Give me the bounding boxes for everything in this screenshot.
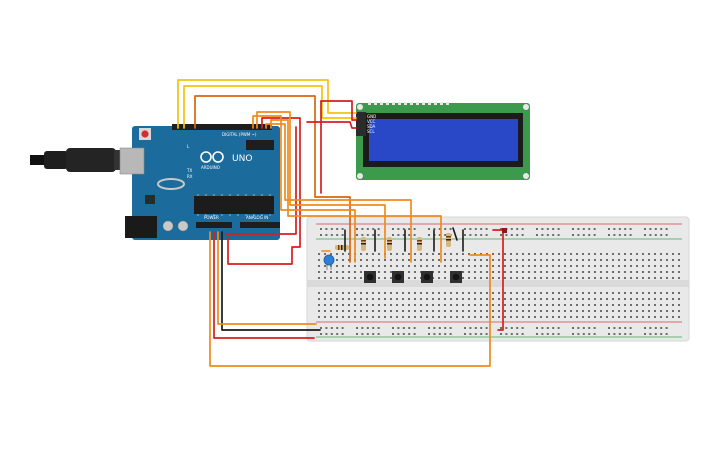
power-label: POWER <box>204 215 219 220</box>
power-header <box>196 222 232 228</box>
pushbutton-1[interactable] <box>364 271 376 283</box>
tx-label: TX <box>186 168 192 173</box>
led[interactable] <box>323 254 335 270</box>
digital-header <box>172 124 272 130</box>
reset-button[interactable] <box>141 130 149 138</box>
resistor-4[interactable] <box>417 237 422 251</box>
rx-label: RX <box>187 174 193 179</box>
resistor-1[interactable] <box>335 245 349 250</box>
lcd-module[interactable]: GND VCC SDA SCL <box>356 102 530 180</box>
lcd-mount-hole-1 <box>357 104 363 110</box>
resistor-3[interactable] <box>387 237 392 251</box>
lcd-i2c-header <box>356 112 366 136</box>
resistor-2[interactable] <box>361 237 366 251</box>
lcd-mount-hole-4 <box>523 173 529 179</box>
usb-port <box>119 147 145 175</box>
crystal <box>157 178 185 190</box>
atmega-chip <box>194 196 274 214</box>
usb-cable <box>30 148 126 172</box>
analog-header <box>240 222 280 228</box>
digital-header-label: DIGITAL (PWM ~) <box>222 132 257 137</box>
lcd-pin-vcc: VCC <box>367 119 376 124</box>
lcd-screen <box>369 119 518 161</box>
arduino-board[interactable]: UNO ARDUINO DIGITAL (PWM ~) POWER ANALOG… <box>119 124 280 240</box>
lcd-pin-sda: SDA <box>367 124 376 129</box>
lcd-pin-gnd: GND <box>367 114 376 119</box>
arduino-logo-icon <box>200 151 224 163</box>
capacitor-1 <box>162 220 174 232</box>
wires <box>177 79 507 367</box>
icsp-header <box>246 140 274 150</box>
pushbutton-4[interactable] <box>450 271 462 283</box>
chip-pins <box>197 194 271 216</box>
lcd-mount-hole-3 <box>357 173 363 179</box>
analog-label: ANALOG IN <box>246 215 268 220</box>
breadboard-jumpers <box>321 227 464 252</box>
pushbutton-3[interactable] <box>421 271 433 283</box>
capacitor-2 <box>177 220 189 232</box>
lcd-header-pins <box>368 102 449 105</box>
lcd-pin-scl: SCL <box>367 129 375 134</box>
voltage-regulator <box>145 195 155 204</box>
board-brand-label: ARDUINO <box>201 165 220 170</box>
board-model-label: UNO <box>232 154 252 164</box>
power-jack <box>125 216 157 238</box>
l-label: L <box>187 144 190 149</box>
resistor-5[interactable] <box>446 233 451 247</box>
pushbutton-2[interactable] <box>392 271 404 283</box>
breadboard-center-channel <box>307 280 689 287</box>
lcd-mount-hole-2 <box>523 104 529 110</box>
